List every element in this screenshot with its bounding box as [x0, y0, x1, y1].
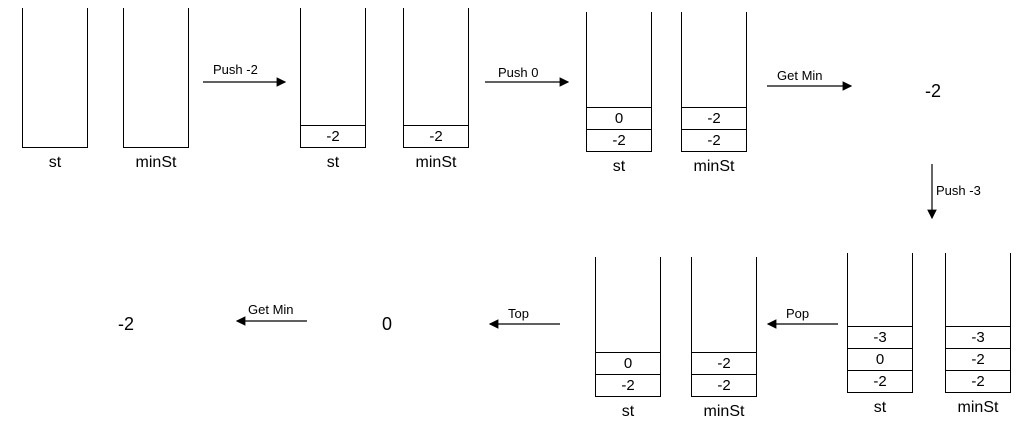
stack-cell: 0 — [596, 352, 660, 374]
operation-label: Push -2 — [213, 62, 258, 77]
stack-label: st — [873, 399, 887, 416]
stack-cell: -2 — [301, 125, 365, 147]
operation-label: Get Min — [248, 302, 294, 317]
stack-minst-state-1 — [123, 8, 189, 148]
operation-label: Top — [508, 306, 529, 321]
stack-cell: 0 — [848, 348, 912, 370]
operation-label: Push 0 — [498, 65, 539, 80]
stack-st-state-1 — [22, 8, 88, 148]
stack-cells: -2 — [301, 125, 365, 147]
stack-cell: -2 — [682, 107, 746, 129]
stack-cells: 0-2 — [596, 352, 660, 396]
stack-cell: -2 — [848, 370, 912, 392]
stack-cell: -3 — [848, 326, 912, 348]
stack-label: st — [326, 154, 340, 171]
stack-cells: -2 — [404, 125, 468, 147]
stack-cell: -2 — [596, 374, 660, 396]
stack-minst-state-5: -2-2 — [691, 257, 757, 397]
stack-cell: -2 — [587, 129, 651, 151]
stack-minst-state-2: -2 — [403, 8, 469, 148]
stack-label: st — [48, 154, 62, 171]
stack-cells: -3-2-2 — [946, 326, 1010, 392]
stack-cell: -2 — [692, 374, 756, 396]
stack-st-state-2: -2 — [300, 8, 366, 148]
stack-cell: -2 — [946, 348, 1010, 370]
operation-label: Push -3 — [936, 183, 981, 198]
result-value: -2 — [925, 81, 942, 101]
stack-cells: 0-2 — [587, 107, 651, 151]
stack-cells: -2-2 — [682, 107, 746, 151]
stack-cell: -2 — [682, 129, 746, 151]
stack-st-state-3: 0-2 — [586, 12, 652, 152]
operation-label: Pop — [786, 306, 810, 321]
stack-label: st — [612, 158, 626, 175]
stack-st-state-5: 0-2 — [595, 257, 661, 397]
result-value: -2 — [118, 314, 135, 334]
stack-minst-state-4: -3-2-2 — [945, 253, 1011, 393]
stack-minst-state-3: -2-2 — [681, 12, 747, 152]
result-value: 0 — [382, 314, 393, 334]
stack-label: minSt — [135, 154, 177, 171]
stack-label: minSt — [957, 399, 999, 416]
stack-cell: 0 — [587, 107, 651, 129]
stack-label: minSt — [415, 154, 457, 171]
stack-cell: -2 — [946, 370, 1010, 392]
stack-cell: -2 — [692, 352, 756, 374]
stack-label: minSt — [693, 158, 735, 175]
operation-label: Get Min — [777, 68, 823, 83]
stack-cells: -2-2 — [692, 352, 756, 396]
stack-label: minSt — [703, 403, 745, 420]
stack-cell: -3 — [946, 326, 1010, 348]
stack-cell: -2 — [404, 125, 468, 147]
stack-label: st — [621, 403, 635, 420]
